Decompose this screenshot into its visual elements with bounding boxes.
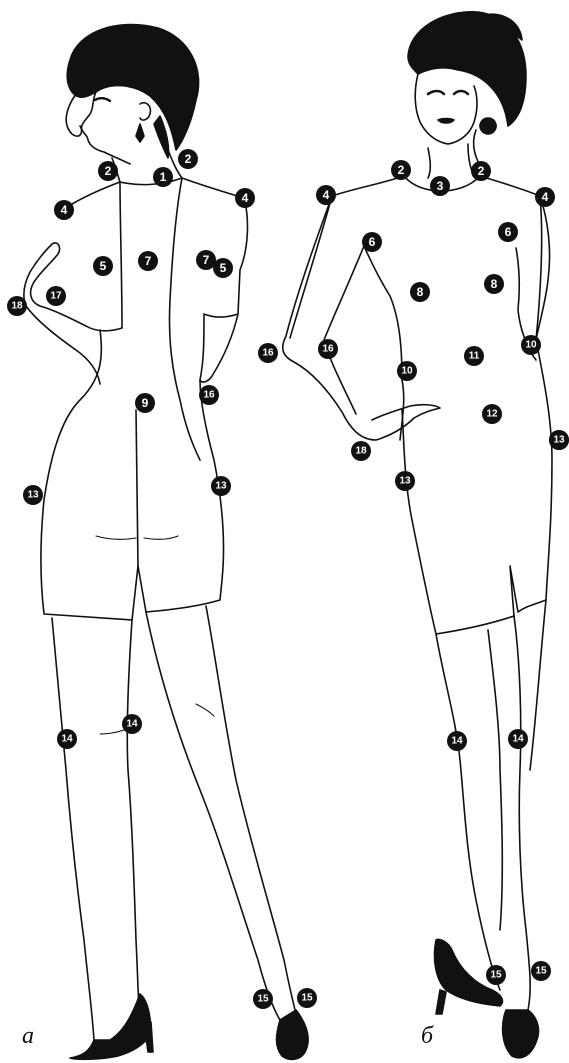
earring [480,118,496,134]
measurement-marker: 13 [211,476,231,496]
measurement-marker: 14 [447,731,467,751]
measurement-marker: 7 [196,250,216,270]
measurement-marker: 2 [98,161,118,181]
measurement-marker: 14 [508,729,528,749]
svg-text:8: 8 [491,277,498,291]
lips [438,119,454,124]
measurement-marker: 15 [531,961,551,981]
svg-text:6: 6 [505,225,512,239]
svg-text:1: 1 [160,170,167,184]
measurement-marker: 15 [253,989,273,1009]
svg-text:14: 14 [61,734,73,745]
measurement-marker: 13 [549,430,569,450]
measurement-marker: 16 [258,343,278,363]
measurement-marker: 15 [486,965,506,985]
svg-text:17: 17 [50,291,62,302]
svg-text:16: 16 [203,390,215,401]
svg-text:16: 16 [322,344,334,355]
svg-text:2: 2 [478,164,485,178]
measurement-marker: 4 [316,185,336,205]
caption-figure-b: б [421,1023,434,1049]
measurement-marker: 17 [46,286,66,306]
svg-text:4: 4 [323,188,330,202]
measurement-marker: 7 [138,251,158,271]
measurement-marker: 13 [23,485,43,505]
svg-text:15: 15 [490,970,502,981]
svg-text:6: 6 [369,235,376,249]
measurement-marker: 2 [391,160,411,180]
svg-text:13: 13 [399,476,411,487]
measurement-marker: 4 [235,188,255,208]
measurement-marker: 5 [93,256,113,276]
svg-text:3: 3 [437,179,444,193]
caption-figure-a: а [22,1023,34,1049]
svg-text:2: 2 [398,163,405,177]
measurement-marker: 15 [297,988,317,1008]
measurement-marker: 10 [397,361,417,381]
measurement-marker: 6 [362,232,382,252]
measurement-marker: 14 [122,714,142,734]
svg-text:14: 14 [451,736,463,747]
svg-text:18: 18 [355,446,367,457]
measurement-marker: 16 [318,339,338,359]
svg-text:18: 18 [11,301,23,312]
svg-text:7: 7 [145,254,152,268]
svg-text:8: 8 [417,285,424,299]
measurement-marker: 4 [54,200,74,220]
measurement-marker: 8 [484,274,504,294]
measurement-marker: 14 [57,729,77,749]
svg-text:5: 5 [220,261,227,275]
measurement-marker: 5 [213,258,233,278]
svg-text:15: 15 [535,966,547,977]
measurement-marker: 12 [482,404,502,424]
measurement-marker: 13 [395,471,415,491]
svg-text:12: 12 [486,409,498,420]
svg-text:4: 4 [542,190,549,204]
svg-text:16: 16 [262,348,274,359]
measurement-marker: 18 [7,296,27,316]
svg-text:2: 2 [105,164,112,178]
svg-text:13: 13 [553,435,565,446]
svg-text:9: 9 [142,396,149,410]
svg-text:4: 4 [242,191,249,205]
svg-text:2: 2 [185,152,192,166]
measurement-marker: 18 [351,441,371,461]
measurement-marker: 6 [498,222,518,242]
svg-text:13: 13 [215,481,227,492]
svg-text:4: 4 [61,203,68,217]
svg-text:11: 11 [469,351,480,362]
measurement-marker: 8 [410,282,430,302]
measurement-marker: 1 [153,167,173,187]
measurement-marker: 3 [430,176,450,196]
svg-text:13: 13 [27,490,39,501]
measurement-marker: 2 [178,149,198,169]
svg-text:7: 7 [203,253,210,267]
svg-text:15: 15 [257,994,269,1005]
svg-text:10: 10 [401,366,413,377]
measurement-marker: 2 [471,161,491,181]
measurement-marker: 11 [464,346,484,366]
svg-text:5: 5 [100,259,107,273]
svg-text:14: 14 [126,719,138,730]
measurement-marker: 4 [535,187,555,207]
svg-text:15: 15 [301,993,313,1004]
measurement-marker: 10 [521,335,541,355]
measurement-marker: 16 [199,385,219,405]
svg-text:14: 14 [512,734,524,745]
svg-text:10: 10 [525,340,537,351]
measurement-marker: 9 [135,393,155,413]
